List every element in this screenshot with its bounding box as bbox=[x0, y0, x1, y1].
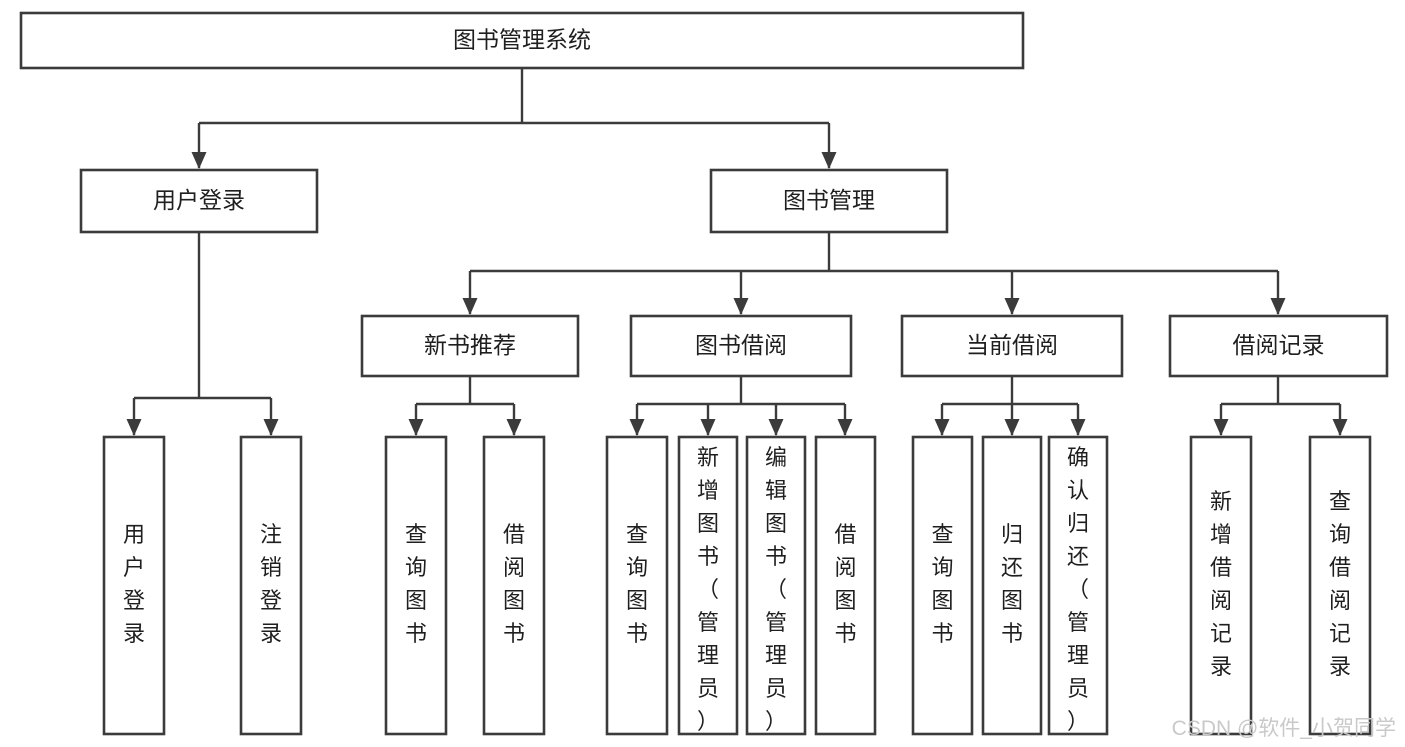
node-label-new-book-rec: 新书推荐 bbox=[424, 332, 516, 358]
node-leaf-query-book-3[interactable]: 查询图书 bbox=[911, 435, 974, 736]
node-label-book-borrow: 图书借阅 bbox=[695, 332, 787, 358]
node-box-user-login[interactable] bbox=[79, 168, 319, 234]
node-label-root: 图书管理系统 bbox=[453, 27, 591, 53]
connector-arrowhead bbox=[700, 419, 716, 436]
node-box-leaf-add-book[interactable] bbox=[677, 435, 739, 736]
connector-arrowhead bbox=[1004, 419, 1020, 436]
node-leaf-logout[interactable]: 注销登录 bbox=[239, 435, 303, 736]
node-current-borrow[interactable]: 当前借阅 bbox=[900, 314, 1124, 378]
connector-group-bookmanage-to-level2 bbox=[462, 232, 1286, 315]
connector-arrowhead bbox=[506, 419, 522, 436]
node-box-borrow-record[interactable] bbox=[1168, 314, 1389, 378]
node-borrow-record[interactable]: 借阅记录 bbox=[1168, 314, 1389, 378]
node-book-borrow[interactable]: 图书借阅 bbox=[629, 314, 853, 378]
node-leaf-edit-book[interactable]: 编辑图书（管理员） bbox=[745, 435, 807, 736]
node-label-leaf-add-record: 新增借阅记录 bbox=[1210, 489, 1232, 679]
connector-group-bookborrow-to-leaves bbox=[629, 376, 853, 436]
connector-arrowhead bbox=[1332, 419, 1348, 436]
connector-layer bbox=[126, 68, 1348, 436]
node-label-leaf-query-book-3: 查询图书 bbox=[931, 522, 953, 646]
node-box-leaf-user-login[interactable] bbox=[102, 435, 166, 736]
node-box-leaf-logout[interactable] bbox=[239, 435, 303, 736]
node-leaf-query-book-1[interactable]: 查询图书 bbox=[384, 435, 448, 736]
connector-arrowhead bbox=[126, 419, 142, 436]
node-leaf-return-book[interactable]: 归还图书 bbox=[981, 435, 1043, 736]
connector-arrowhead bbox=[629, 419, 645, 436]
node-label-leaf-query-book-2: 查询图书 bbox=[626, 522, 648, 646]
connector-group-newbook-to-leaves bbox=[408, 376, 522, 436]
connector-group-root-to-level1 bbox=[191, 68, 837, 169]
node-label-leaf-logout: 注销登录 bbox=[260, 522, 282, 646]
node-leaf-confirm-return[interactable]: 确认归还（管理员） bbox=[1047, 435, 1109, 736]
node-label-leaf-borrow-book-2: 借阅图书 bbox=[834, 522, 856, 646]
csdn-watermark: CSDN @软件_小贺同学 bbox=[1172, 717, 1396, 740]
node-leaf-query-record[interactable]: 查询借阅记录 bbox=[1308, 435, 1372, 736]
connector-arrowhead bbox=[1213, 419, 1229, 436]
node-label-book-manage: 图书管理 bbox=[783, 187, 875, 213]
node-label-leaf-add-book: 新增图书（管理员） bbox=[697, 445, 719, 734]
node-box-leaf-borrow-book-1[interactable] bbox=[482, 435, 546, 736]
node-label-borrow-record: 借阅记录 bbox=[1233, 332, 1325, 358]
node-root[interactable]: 图书管理系统 bbox=[19, 11, 1025, 70]
connector-arrowhead bbox=[934, 419, 950, 436]
connector-arrowhead bbox=[462, 298, 478, 315]
node-label-leaf-edit-book: 编辑图书（管理员） bbox=[765, 445, 787, 734]
node-label-current-borrow: 当前借阅 bbox=[966, 332, 1058, 358]
node-leaf-borrow-book-1[interactable]: 借阅图书 bbox=[482, 435, 546, 736]
node-box-leaf-query-book-1[interactable] bbox=[384, 435, 448, 736]
node-box-leaf-query-book-3[interactable] bbox=[911, 435, 974, 736]
connector-arrowhead bbox=[768, 419, 784, 436]
node-user-login[interactable]: 用户登录 bbox=[79, 168, 319, 234]
node-box-leaf-confirm-return[interactable] bbox=[1047, 435, 1109, 736]
node-box-leaf-query-record[interactable] bbox=[1308, 435, 1372, 736]
node-box-new-book-rec[interactable] bbox=[360, 314, 580, 378]
node-box-leaf-edit-book[interactable] bbox=[745, 435, 807, 736]
node-label-leaf-borrow-book-1: 借阅图书 bbox=[503, 522, 525, 646]
connector-group-currentborrow-to-leaves bbox=[934, 376, 1086, 436]
node-leaf-borrow-book-2[interactable]: 借阅图书 bbox=[814, 435, 877, 736]
node-leaf-user-login[interactable]: 用户登录 bbox=[102, 435, 166, 736]
node-label-leaf-return-book: 归还图书 bbox=[1001, 522, 1023, 646]
connector-arrowhead bbox=[1070, 419, 1086, 436]
node-leaf-query-book-2[interactable]: 查询图书 bbox=[605, 435, 669, 736]
node-layer: 图书管理系统用户登录图书管理新书推荐图书借阅当前借阅借阅记录用户登录注销登录查询… bbox=[19, 11, 1389, 736]
connector-arrowhead bbox=[408, 419, 424, 436]
connector-group-userlogin-to-leaves bbox=[126, 232, 279, 436]
node-label-leaf-confirm-return: 确认归还（管理员） bbox=[1067, 445, 1089, 734]
connector-arrowhead bbox=[191, 152, 207, 169]
watermark-layer: CSDN @软件_小贺同学 bbox=[1172, 717, 1396, 740]
node-label-leaf-query-book-1: 查询图书 bbox=[405, 522, 427, 646]
connector-group-borrowrecord-to-leaves bbox=[1213, 376, 1348, 436]
node-box-leaf-return-book[interactable] bbox=[981, 435, 1043, 736]
node-label-user-login: 用户登录 bbox=[153, 187, 245, 213]
connector-arrowhead bbox=[837, 419, 853, 436]
node-box-leaf-borrow-book-2[interactable] bbox=[814, 435, 877, 736]
connector-arrowhead bbox=[821, 152, 837, 169]
node-box-book-borrow[interactable] bbox=[629, 314, 853, 378]
node-label-leaf-user-login: 用户登录 bbox=[123, 522, 145, 646]
connector-arrowhead bbox=[263, 419, 279, 436]
node-box-current-borrow[interactable] bbox=[900, 314, 1124, 378]
connector-arrowhead bbox=[1004, 298, 1020, 315]
node-leaf-add-book[interactable]: 新增图书（管理员） bbox=[677, 435, 739, 736]
node-book-manage[interactable]: 图书管理 bbox=[709, 168, 949, 234]
node-box-root[interactable] bbox=[19, 11, 1025, 70]
node-leaf-add-record[interactable]: 新增借阅记录 bbox=[1189, 435, 1253, 736]
node-box-leaf-query-book-2[interactable] bbox=[605, 435, 669, 736]
node-label-leaf-query-record: 查询借阅记录 bbox=[1329, 489, 1351, 679]
node-box-book-manage[interactable] bbox=[709, 168, 949, 234]
node-new-book-rec[interactable]: 新书推荐 bbox=[360, 314, 580, 378]
connector-arrowhead bbox=[733, 298, 749, 315]
connector-arrowhead bbox=[1270, 298, 1286, 315]
node-box-leaf-add-record[interactable] bbox=[1189, 435, 1253, 736]
